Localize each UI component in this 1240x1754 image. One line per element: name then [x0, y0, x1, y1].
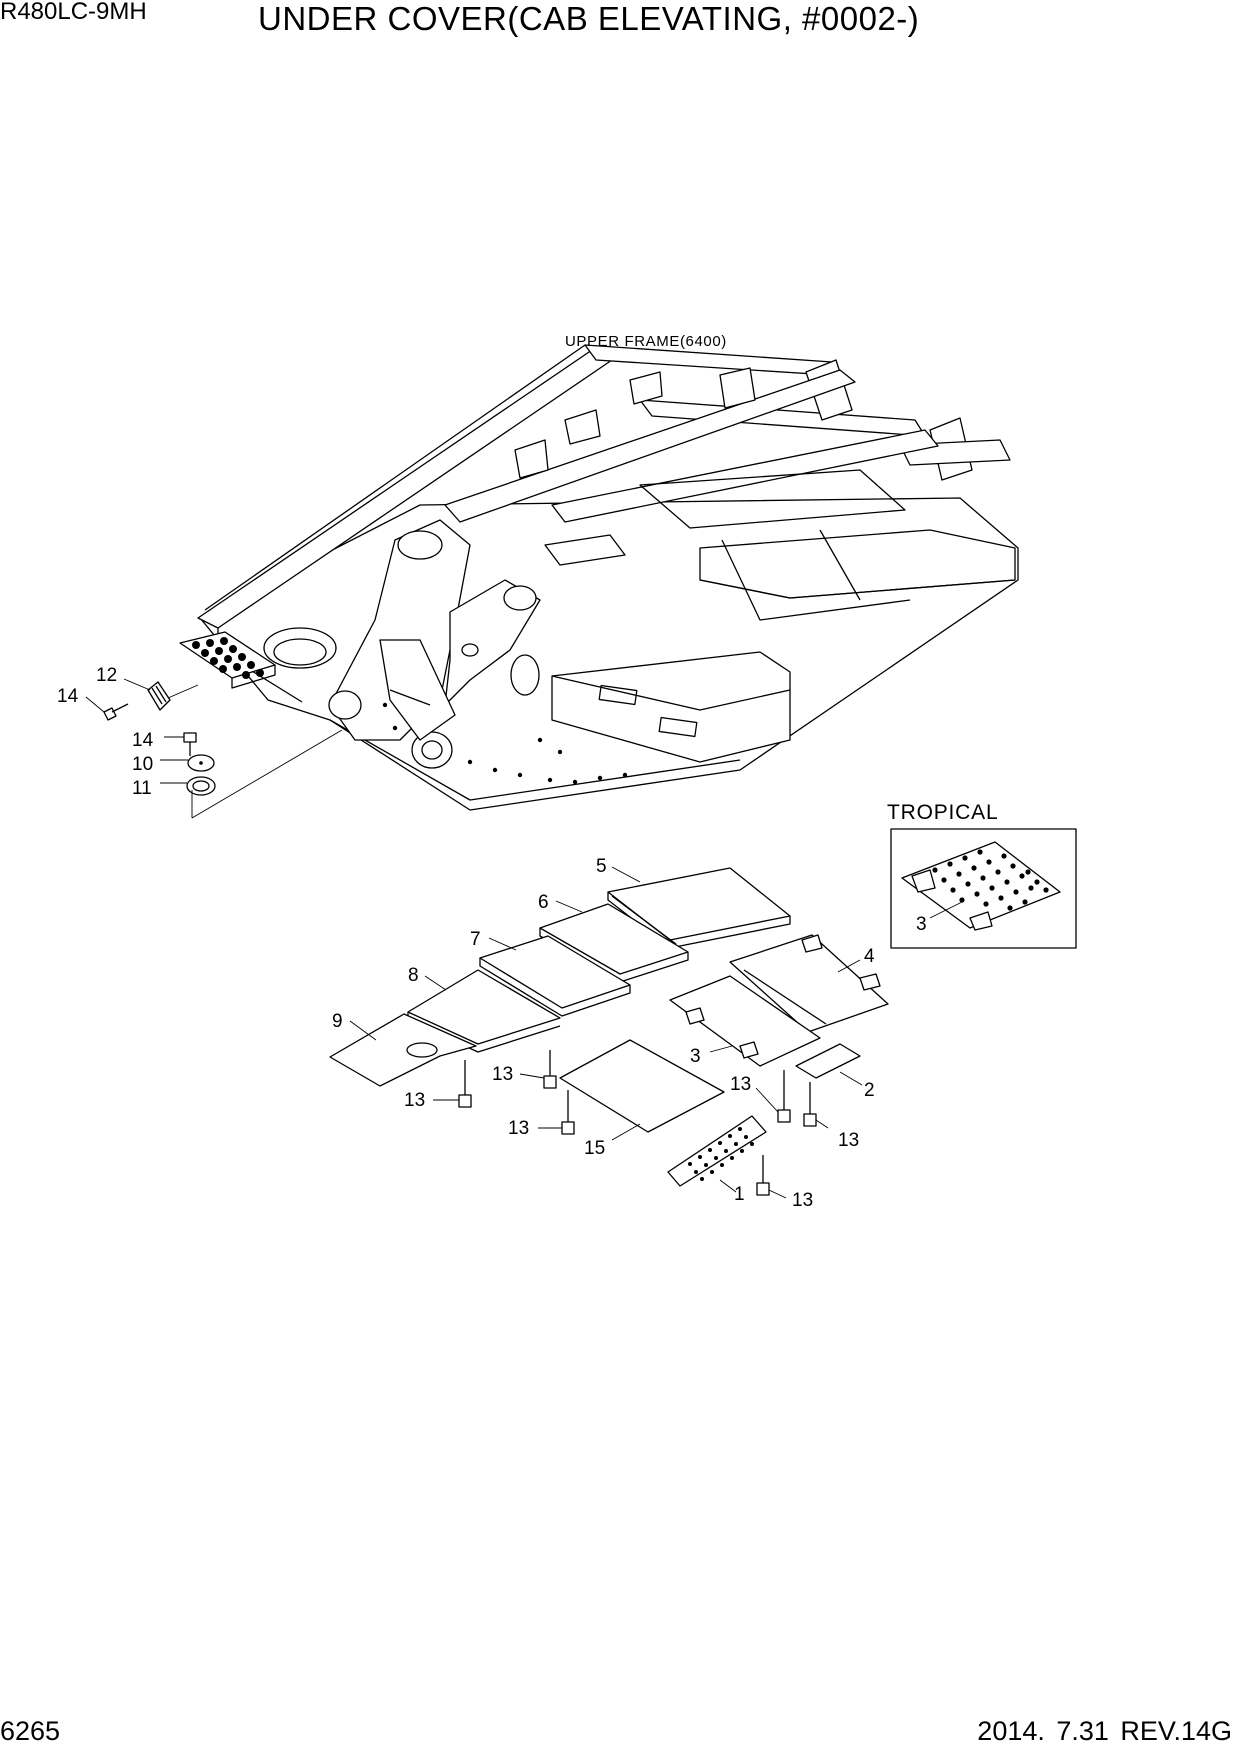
page-number: 6265: [0, 1716, 61, 1746]
page-title: UNDER COVER(CAB ELEVATING, #0002-): [258, 0, 920, 37]
callout-9: 9: [332, 1011, 343, 1032]
small-parts: [85, 678, 216, 818]
callout-13-d: 13: [730, 1074, 751, 1095]
callout-14-upper: 14: [57, 686, 79, 707]
bolt-d: [777, 1070, 791, 1123]
bolt-f: [756, 1155, 770, 1196]
bolt-c: [561, 1090, 575, 1135]
revision-date: 2014. 7.31 REV.14G: [977, 1716, 1232, 1746]
step-plate: [179, 631, 276, 689]
callout-2: 2: [864, 1080, 875, 1101]
tropical-inset: TROPICAL: [887, 801, 1077, 949]
callout-3-tropical: 3: [916, 914, 927, 935]
bolts-13: [458, 1050, 817, 1196]
callout-13-c: 13: [508, 1118, 529, 1139]
leader-lines: [349, 866, 863, 1199]
under-covers: [329, 867, 889, 1187]
frame-label: UPPER FRAME(6400): [565, 333, 727, 350]
callout-11: 11: [132, 778, 152, 799]
cover-1-perforations: [688, 1127, 754, 1181]
callouts: 12 14 14 10 11 5 6 7 8 9 4 3 3 2 15 1 13…: [57, 665, 927, 1211]
callout-4: 4: [864, 946, 875, 967]
bolt-b: [543, 1050, 557, 1089]
callout-13-b: 13: [404, 1090, 425, 1111]
callout-8: 8: [408, 965, 419, 986]
callout-12: 12: [96, 665, 117, 686]
callout-15: 15: [584, 1138, 605, 1159]
upper-frame: [179, 344, 1019, 819]
model-number: R480LC-9MH: [0, 0, 147, 25]
callout-6: 6: [538, 892, 549, 913]
callout-13-e: 13: [838, 1130, 859, 1151]
base-holes: [382, 702, 628, 785]
callout-13-a: 13: [492, 1064, 513, 1085]
callout-3: 3: [690, 1046, 701, 1067]
callout-5: 5: [596, 856, 607, 877]
callout-14-lower: 14: [132, 730, 154, 751]
bolt-e: [803, 1082, 817, 1127]
tropical-perforations: [932, 849, 1049, 911]
callout-13-f: 13: [792, 1190, 813, 1211]
callout-10: 10: [132, 754, 153, 775]
bolt-a: [458, 1060, 472, 1108]
tropical-label: TROPICAL: [887, 801, 998, 824]
callout-7: 7: [470, 929, 481, 950]
callout-1: 1: [734, 1184, 745, 1205]
